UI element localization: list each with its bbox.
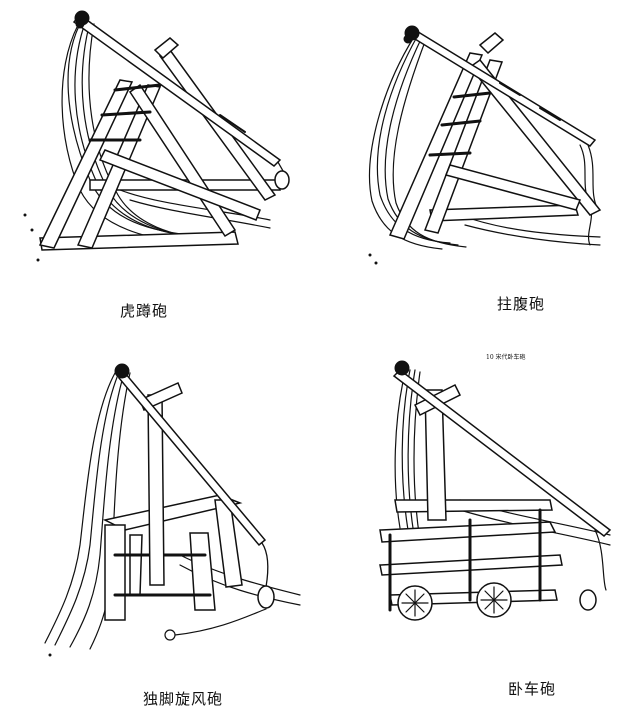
caption-guafu: 拄腹砲 <box>497 295 546 313</box>
caption-woche: 卧车砲 <box>508 680 557 698</box>
hudun-catapult-illustration <box>20 0 320 300</box>
woche-catapult-illustration <box>370 350 635 650</box>
caption-dujiao: 独脚旋风砲 <box>143 690 224 708</box>
dujiao-xuanfeng-catapult-illustration <box>30 355 330 657</box>
figure-number-label: 10 宋代卧车砲 <box>486 354 526 361</box>
caption-hudun: 虎蹲砲 <box>120 302 169 320</box>
guafu-catapult-illustration <box>350 5 640 275</box>
